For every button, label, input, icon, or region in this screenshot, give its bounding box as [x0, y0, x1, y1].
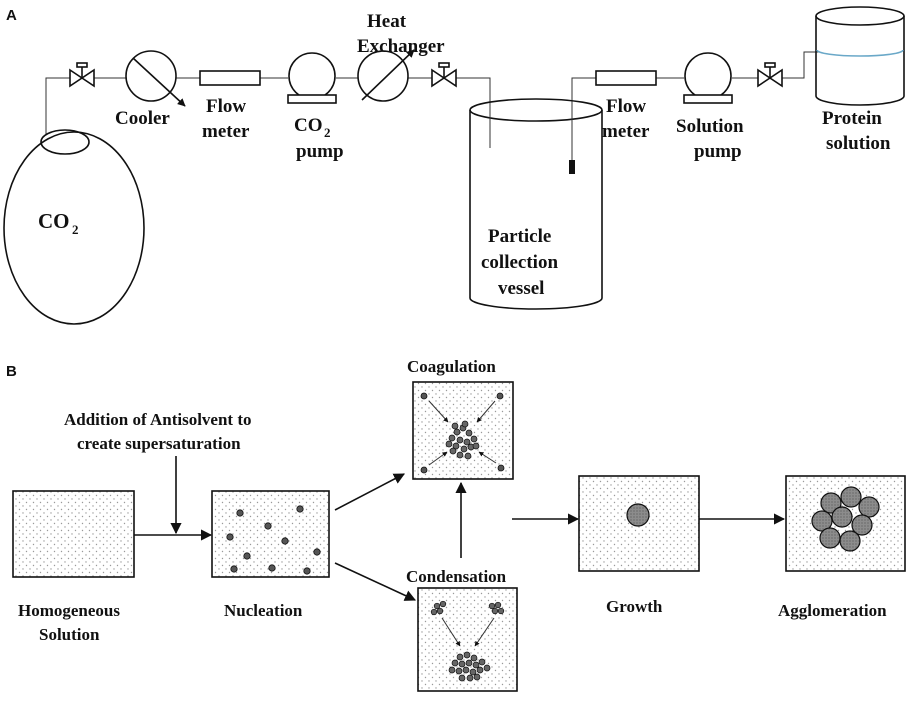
flow-meter-1-label-line1: Flow [206, 96, 246, 117]
particle-collection-vessel [469, 98, 603, 310]
arrow-to-condensation [334, 562, 417, 601]
homogeneous-solution-box [12, 490, 135, 578]
co2-pump-label-co: CO [294, 115, 323, 136]
liquid-level [816, 49, 904, 57]
nozzle-icon [569, 160, 575, 174]
condensation-small-clusters [430, 600, 505, 616]
agglomerate [811, 486, 880, 552]
flow-meter-1-icon [199, 70, 261, 86]
heat-exchanger-icon [357, 49, 415, 102]
solution-pump-icon [683, 52, 733, 104]
condensation-label: Condensation [406, 567, 507, 586]
coagulation-free-particles [420, 392, 505, 474]
co2-cylinder-subscript: 2 [72, 222, 79, 237]
flow-meter-2-icon [595, 70, 657, 86]
growth-label: Growth [606, 597, 663, 616]
flow-meter-1-label-line2: meter [202, 121, 250, 142]
protein-label-line2: solution [826, 133, 891, 154]
panel-a-letter: A [6, 7, 17, 24]
arrow-to-coagulation [334, 473, 405, 511]
condensation-cluster [448, 651, 491, 682]
antisolvent-label-line1: Addition of Antisolvent to [64, 410, 252, 429]
grown-particle [626, 503, 650, 527]
flow-meter-2-label-line1: Flow [606, 96, 646, 117]
coagulation-arrows [428, 400, 497, 466]
vessel-label-line3: vessel [498, 278, 544, 299]
valve-2-icon [431, 62, 457, 88]
coagulation-cluster [445, 420, 480, 460]
panel-b-letter: B [6, 363, 17, 380]
nuclei [226, 505, 321, 575]
vessel-label-line1: Particle [488, 226, 551, 247]
homogeneous-label-line2: Solution [39, 625, 100, 644]
co2-cylinder-label: CO [38, 209, 70, 233]
valve-3-icon [757, 62, 783, 88]
homogeneous-label-line1: Homogeneous [18, 601, 120, 620]
co2-pump-label-pump: pump [296, 141, 344, 162]
antisolvent-label-line2: create supersaturation [77, 434, 241, 453]
vessel-label-line2: collection [481, 252, 558, 273]
co2-pump-icon [287, 52, 337, 104]
nucleation-label: Nucleation [224, 601, 303, 620]
cooler-icon [125, 50, 186, 107]
flow-meter-2-label-line2: meter [602, 121, 650, 142]
condensation-arrows [441, 617, 495, 647]
co2-pump-label-subscript: 2 [324, 125, 331, 140]
condensation-box [417, 587, 518, 692]
co2-cylinder: CO 2 [3, 129, 145, 325]
agglomeration-label: Agglomeration [778, 601, 887, 620]
solution-pump-label-line1: Solution [676, 116, 744, 137]
heat-exchanger-label-line2: Exchanger [357, 36, 445, 57]
protein-label-line1: Protein [822, 108, 882, 129]
protein-solution-reservoir [815, 6, 905, 106]
solution-pump-label-line2: pump [694, 141, 742, 162]
coagulation-label: Coagulation [407, 357, 496, 376]
heat-exchanger-label-line1: Heat [367, 11, 407, 32]
cooler-label: Cooler [115, 108, 170, 129]
valve-1-icon [69, 62, 95, 88]
pipeline [45, 51, 820, 160]
